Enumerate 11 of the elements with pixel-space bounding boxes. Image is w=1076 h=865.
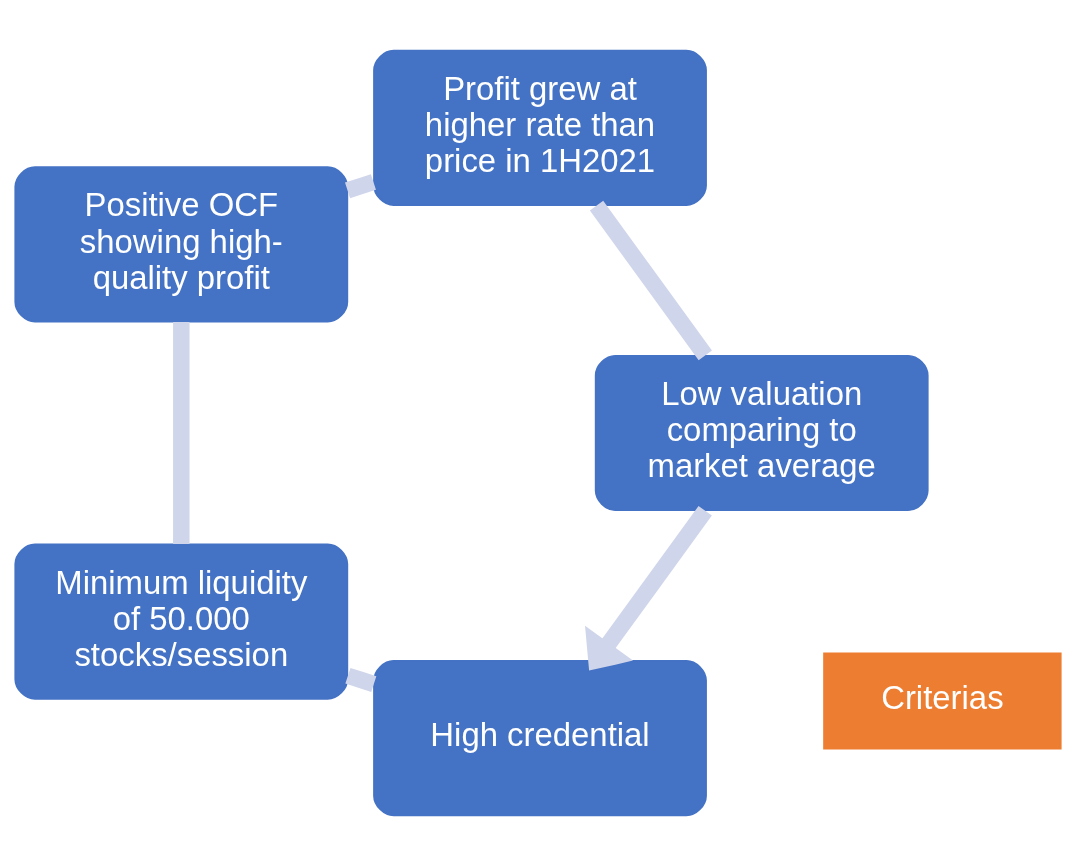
node-box: High credential [373,659,707,816]
connector [345,667,377,692]
node-box: Minimum liquidity of 50.000 stocks/session [14,543,349,700]
node-box: Criterias [823,652,1062,750]
connector [345,173,376,198]
arrow [585,505,712,671]
connector [173,321,190,544]
connector [589,200,712,360]
node-box: Low valuation comparing to market average [594,354,929,511]
node-box: Positive OCF showing high-quality profit [14,165,349,323]
node-box: Profit grew at higher rate than price in 1H2021 [373,49,707,206]
